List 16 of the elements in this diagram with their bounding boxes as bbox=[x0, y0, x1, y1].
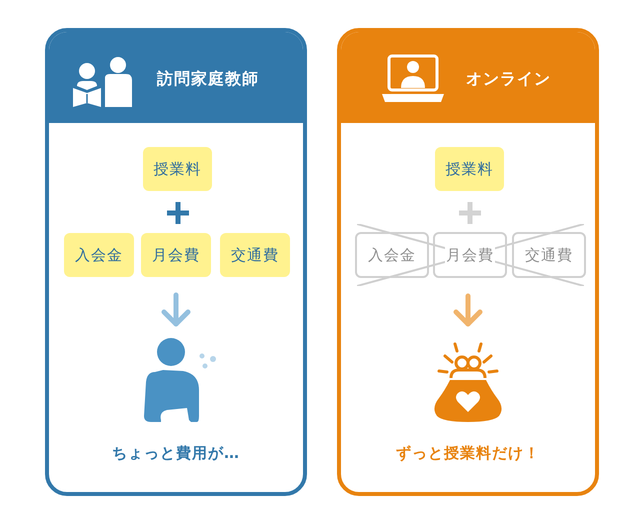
fee-label: 月会費 bbox=[141, 233, 211, 277]
fee-label: 授業料 bbox=[143, 147, 212, 191]
caption-text: ずっと授業料だけ！ bbox=[395, 444, 541, 463]
fee-label: 入会金 bbox=[64, 233, 134, 277]
down-arrow bbox=[454, 294, 482, 326]
plan-card bbox=[45, 28, 307, 496]
down-arrow bbox=[162, 292, 190, 326]
fee-label: 授業料 bbox=[435, 147, 504, 191]
crossed-out-fee-label: 月会費 bbox=[433, 232, 507, 278]
caption-text: ちょっと費用が… bbox=[111, 444, 241, 463]
card-title: 訪問家庭教師 bbox=[157, 69, 259, 90]
crossed-out-fee-label: 入会金 bbox=[355, 232, 429, 278]
crossed-out-fee-label: 交通費 bbox=[512, 232, 586, 278]
card-title: オンライン bbox=[466, 69, 551, 90]
plan-card bbox=[337, 28, 599, 496]
fee-label: 交通費 bbox=[220, 233, 290, 277]
